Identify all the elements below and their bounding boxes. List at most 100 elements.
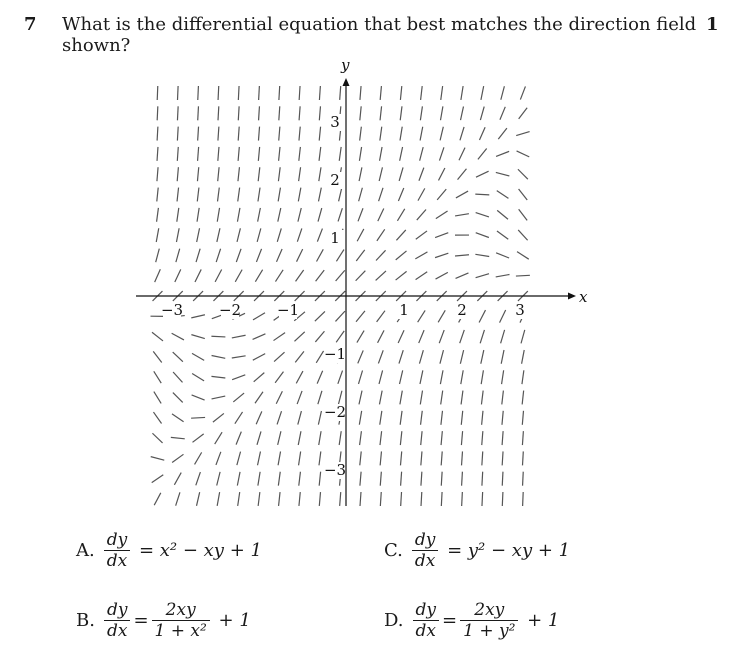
question-text: What is the differential equation that b… [62,14,697,56]
slope-segment [420,431,423,446]
slope-segment [176,85,179,101]
slope-segment [399,431,403,446]
slope-segment [237,85,240,101]
slope-segment [420,491,423,507]
slope-segment [501,491,504,507]
slope-segment [519,86,526,100]
slope-segment [318,491,322,507]
slope-segment [497,127,508,140]
slope-segment [217,85,220,101]
slope-segment [216,471,221,486]
slope-segment [439,106,444,121]
slope-segment [176,146,179,161]
slope-segment [434,232,449,239]
slope-segment [172,392,184,403]
slope-segment [359,106,362,121]
slope-segment [359,471,362,486]
slope-segment [459,126,465,141]
slope-segment [152,350,163,363]
option-b[interactable]: B. dy dx = 2xy 1 + x² + 1 [76,600,251,641]
slope-segment [278,106,281,121]
option-c[interactable]: C. dy dx = y² − xy + 1 [384,530,570,571]
slope-segment [194,452,203,465]
x-axis-arrow [568,292,576,300]
slope-segment [252,353,266,361]
option-b-rhs-frac: 2xy 1 + x² [151,600,210,641]
slope-segment [235,431,242,445]
slope-segment [496,209,509,220]
slope-segment [237,106,240,121]
slope-segment [176,126,179,141]
option-a[interactable]: A. dy dx = x² − xy + 1 [76,530,262,571]
slope-segment [173,472,182,486]
slope-segment [379,471,382,486]
slope-segment [501,390,504,405]
slope-segment [358,431,363,446]
slope-segment [315,350,325,364]
slope-segment [358,167,363,182]
slope-segment [214,269,223,283]
slope-segment [277,471,281,486]
slope-segment [377,208,385,222]
slope-segment [298,146,301,161]
slope-segment [439,126,444,141]
slope-segment [359,451,362,466]
slope-segment [419,410,423,425]
option-c-lhs: dy dx [411,530,439,571]
option-a-lhs-num: dy [106,530,128,550]
slope-segment [399,410,403,425]
slope-segment [518,188,528,201]
slope-segment [419,126,424,141]
slope-segment [460,471,464,486]
slope-segment [475,170,489,178]
option-b-rhs-num: 2xy [165,600,196,620]
slope-segment [375,249,387,261]
slope-segment [356,228,365,242]
slope-segment [460,431,464,446]
slope-segment [212,412,225,423]
slope-segment [195,248,201,263]
slope-segment [175,492,181,506]
option-d-lhs: dy dx [412,600,440,641]
slope-segment [217,146,220,161]
x-tick-label-bg [279,302,297,319]
slope-segment [156,167,159,182]
slope-segment [232,392,245,403]
slope-segment [317,207,323,222]
slope-segment [317,410,323,425]
slope-segment [355,310,366,323]
slope-segment [457,168,467,180]
slope-segment [231,334,246,339]
slope-segment [399,451,403,466]
slope-segment [196,228,201,243]
slope-segment [275,248,283,263]
slope-segment [257,187,261,202]
slope-segment [501,471,504,486]
slope-segment [338,431,342,446]
slope-segment [435,271,449,280]
slope-segment [398,350,404,364]
slope-segment [440,410,444,425]
option-d[interactable]: D. dy dx = 2xy 1 + y² + 1 [384,600,559,641]
x-tick-label-bg [395,302,413,319]
slope-segment [257,167,261,182]
slope-segment [359,491,362,507]
slope-segment [440,451,443,466]
slope-segment [236,207,241,222]
slope-segment [397,187,405,202]
option-d-tail: + 1 [521,610,560,631]
slope-segment [175,228,180,243]
slope-segment [499,309,507,323]
slope-segment [171,332,185,341]
slope-segment [500,349,505,364]
slope-segment [274,269,284,282]
slope-segment [379,491,382,507]
slope-segment [499,106,506,120]
slope-segment [176,106,179,121]
slope-segment [257,207,261,222]
slope-segment [440,431,443,446]
slope-segment [454,213,470,217]
slope-segment [496,190,509,199]
y-tick-label: −2 [324,403,346,421]
slope-segment [437,309,446,323]
